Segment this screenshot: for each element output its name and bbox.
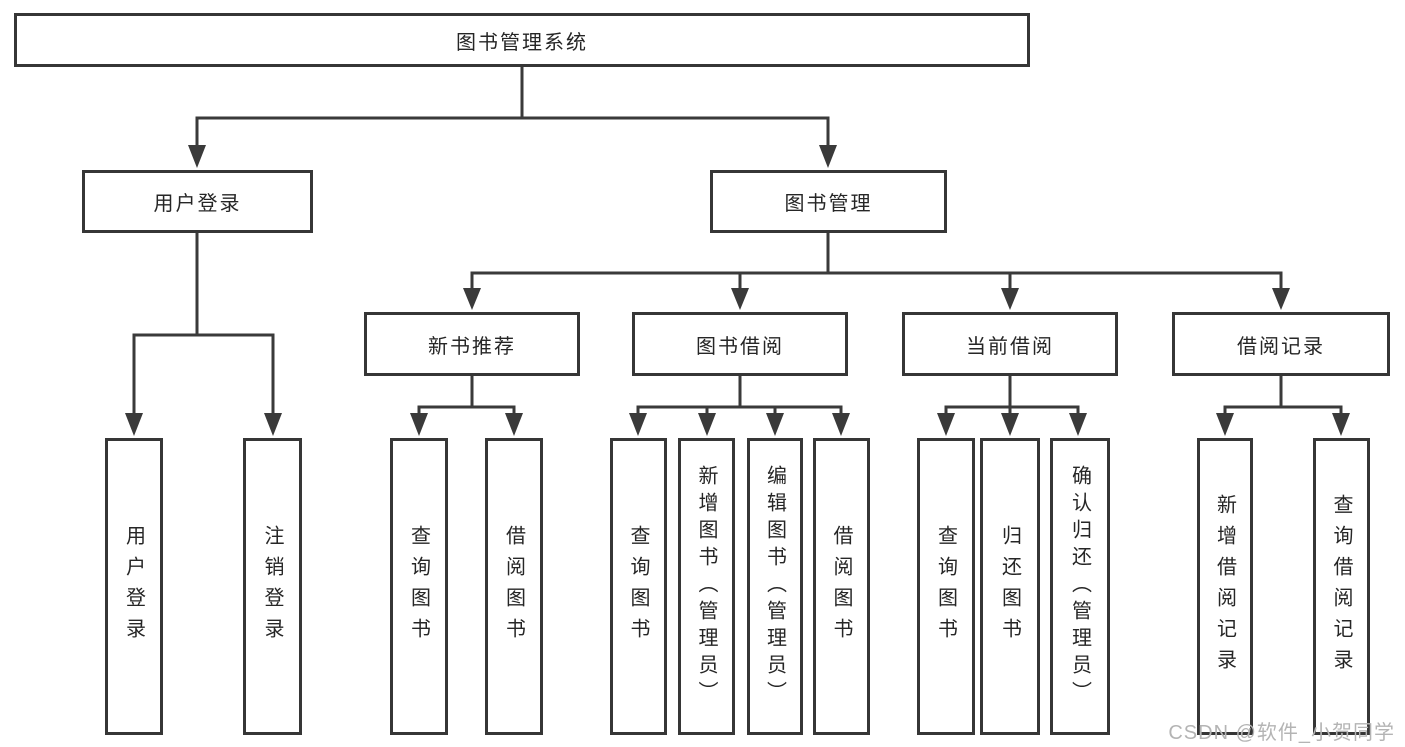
leaf-borrow-books-recommend: 借阅图书 bbox=[485, 438, 543, 735]
node-book-borrowing: 图书借阅 bbox=[632, 312, 848, 376]
leaf-add-books-admin-label: 新增图书（管理员） bbox=[695, 465, 717, 708]
node-current-borrowing: 当前借阅 bbox=[902, 312, 1118, 376]
leaf-return-books: 归还图书 bbox=[980, 438, 1040, 735]
leaf-query-books-borrowing-label: 查询图书 bbox=[627, 524, 649, 649]
leaf-edit-books-admin: 编辑图书（管理员） bbox=[747, 438, 803, 735]
leaf-query-books-recommend-label: 查询图书 bbox=[407, 524, 430, 649]
leaf-edit-books-admin-label: 编辑图书（管理员） bbox=[763, 465, 786, 708]
leaf-borrow-books-borrowing: 借阅图书 bbox=[813, 438, 870, 735]
leaf-borrow-books-borrowing-label: 借阅图书 bbox=[830, 524, 852, 649]
node-new-book-recommendation: 新书推荐 bbox=[364, 312, 580, 376]
leaf-query-borrow-record-label: 查询借阅记录 bbox=[1330, 493, 1352, 680]
leaf-query-borrow-record: 查询借阅记录 bbox=[1313, 438, 1370, 735]
leaf-query-books-recommend: 查询图书 bbox=[390, 438, 448, 735]
leaf-logout-label: 注销登录 bbox=[261, 524, 283, 649]
node-user-login: 用户登录 bbox=[82, 170, 313, 233]
leaf-query-books-current: 查询图书 bbox=[917, 438, 975, 735]
leaf-logout: 注销登录 bbox=[243, 438, 302, 735]
leaf-add-books-admin: 新增图书（管理员） bbox=[678, 438, 735, 735]
node-book-management: 图书管理 bbox=[710, 170, 947, 233]
leaf-return-books-label: 归还图书 bbox=[998, 524, 1021, 649]
leaf-add-borrow-record-label: 新增借阅记录 bbox=[1213, 493, 1236, 680]
leaf-user-login: 用户登录 bbox=[105, 438, 163, 735]
leaf-confirm-return-admin-label: 确认归还（管理员） bbox=[1068, 465, 1091, 708]
leaf-borrow-books-recommend-label: 借阅图书 bbox=[502, 524, 525, 649]
node-book-management-system: 图书管理系统 bbox=[14, 13, 1030, 67]
csdn-watermark: CSDN @软件_小贺同学 bbox=[1168, 722, 1395, 744]
leaf-query-books-current-label: 查询图书 bbox=[934, 524, 957, 649]
node-borrowing-records: 借阅记录 bbox=[1172, 312, 1390, 376]
leaf-query-books-borrowing: 查询图书 bbox=[610, 438, 667, 735]
leaf-add-borrow-record: 新增借阅记录 bbox=[1197, 438, 1253, 735]
leaf-confirm-return-admin: 确认归还（管理员） bbox=[1050, 438, 1110, 735]
leaf-user-login-label: 用户登录 bbox=[122, 524, 145, 649]
